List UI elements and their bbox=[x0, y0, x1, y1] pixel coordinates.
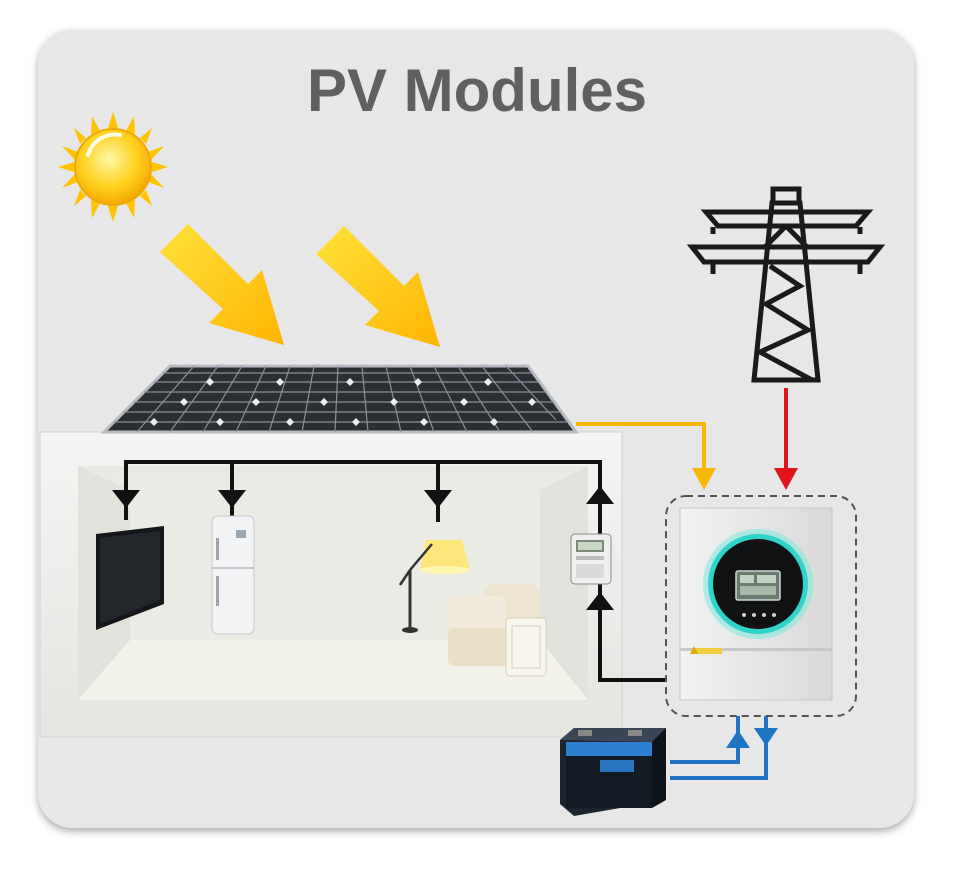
solar-panel-icon bbox=[100, 364, 579, 434]
sofa-icon bbox=[446, 584, 547, 677]
diagram-title: PV Modules bbox=[306, 57, 648, 124]
battery-arrows bbox=[726, 728, 778, 748]
sun-icon bbox=[58, 112, 168, 222]
transmission-tower-icon bbox=[686, 186, 886, 383]
battery-icon bbox=[560, 728, 666, 816]
refrigerator-icon bbox=[211, 515, 255, 635]
inverter-icon bbox=[665, 495, 857, 717]
floor-lamp-icon bbox=[398, 540, 470, 633]
energy-meter-icon bbox=[570, 533, 612, 585]
grid-power-line bbox=[774, 388, 798, 490]
pv-power-line bbox=[576, 422, 716, 490]
sunlight-arrow-icon bbox=[316, 226, 440, 347]
sunlight-arrow-icon bbox=[160, 224, 284, 345]
battery-power-line bbox=[670, 716, 768, 780]
tv-icon bbox=[96, 526, 164, 630]
load-arrows bbox=[112, 486, 614, 610]
